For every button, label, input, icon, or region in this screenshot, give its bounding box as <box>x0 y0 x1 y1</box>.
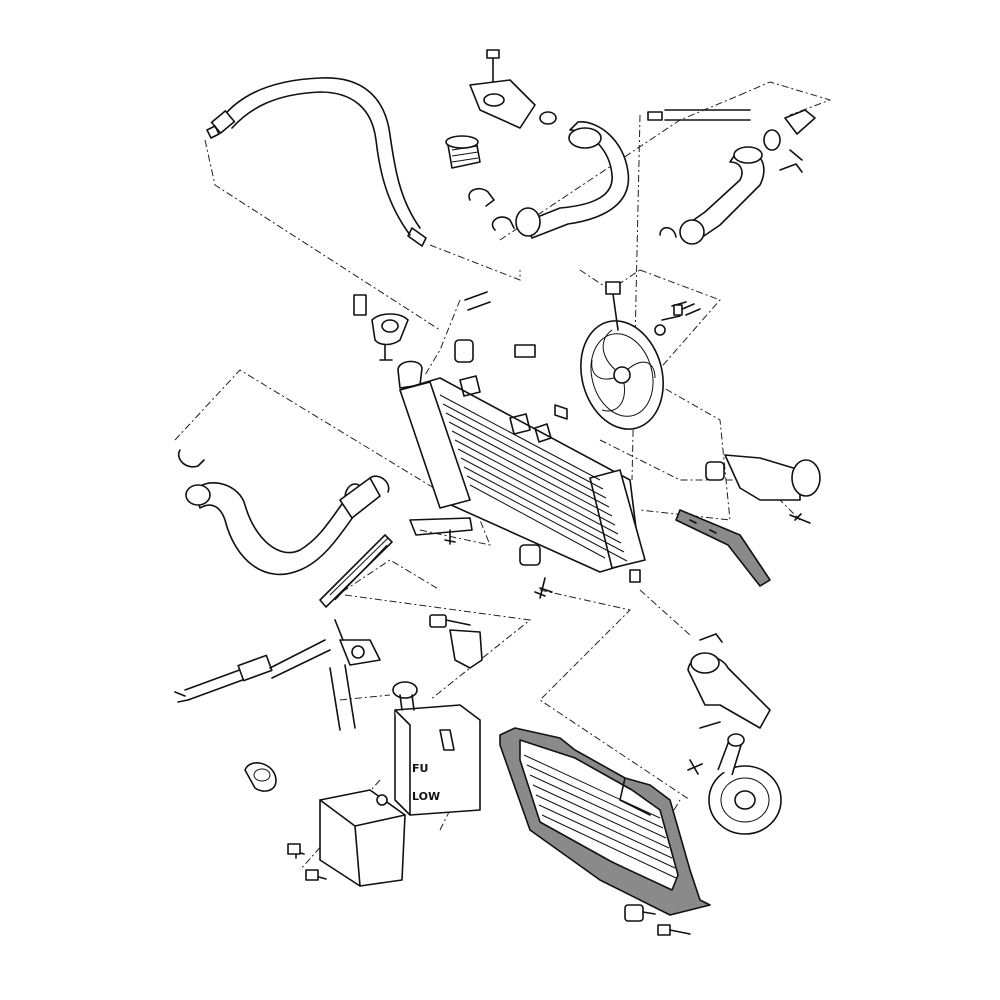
bolts-center <box>409 517 483 669</box>
side-stay-right <box>675 509 771 587</box>
bolts-misc <box>539 303 701 593</box>
radiator-shroud <box>499 727 711 916</box>
hose-clamp-small <box>244 762 277 792</box>
bolts-bottom <box>624 904 691 936</box>
radiator-hose-upper-left <box>468 121 630 239</box>
water-pump-cover <box>687 633 782 835</box>
mount-bushings <box>454 291 725 599</box>
radiator-hose-upper-right <box>647 109 816 245</box>
reservoir-breather <box>174 534 393 703</box>
coolant-reservoir: FU LOW <box>392 681 481 816</box>
radiator-hose-lower <box>178 449 390 576</box>
tank-full-label: FU <box>412 762 428 775</box>
cooling-fan <box>580 281 687 430</box>
thermostat-housing <box>445 49 557 169</box>
radiator-cap <box>353 294 423 389</box>
mounting-bracket-right <box>724 454 821 524</box>
overflow-hose-upper <box>206 77 427 247</box>
radiator-core <box>399 375 646 583</box>
tank-low-label: LOW <box>412 790 440 803</box>
drain-fitting <box>329 619 381 731</box>
reservoir-cover <box>287 789 406 887</box>
